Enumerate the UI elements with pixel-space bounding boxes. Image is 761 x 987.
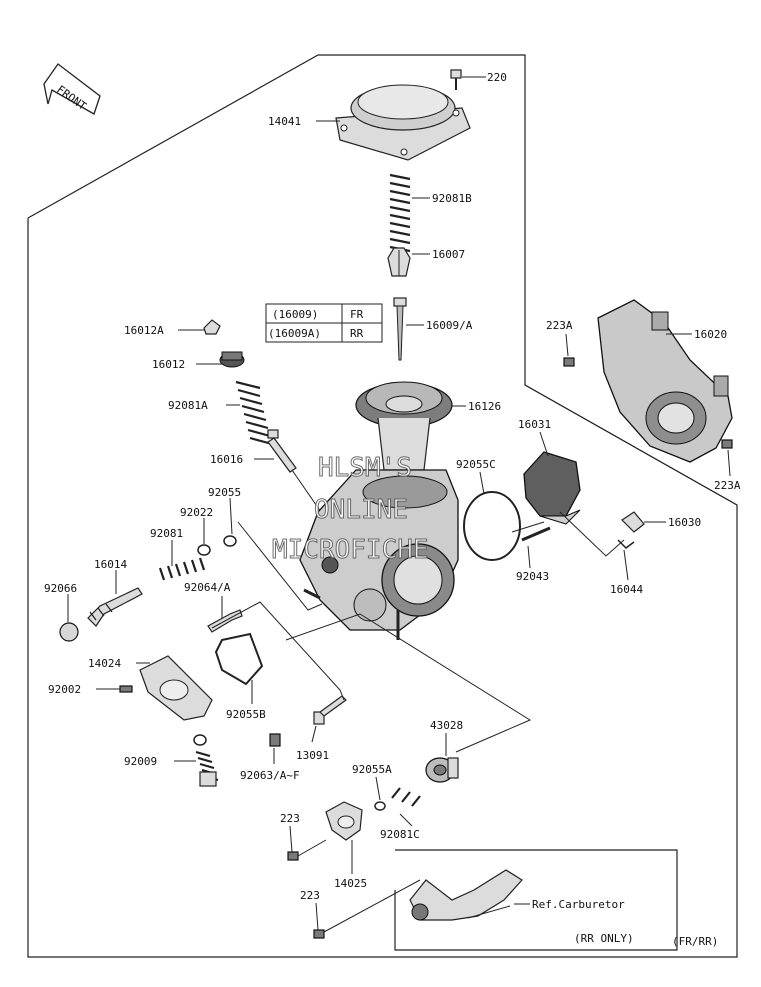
carburetor-body xyxy=(299,469,459,640)
label-92055: 92055 xyxy=(208,486,241,499)
screw-223a-bottom xyxy=(721,439,733,449)
label-16014: 16014 xyxy=(94,558,127,571)
label-16012: 16012 xyxy=(152,358,185,371)
top-cover-14041 xyxy=(335,84,471,161)
screw-223-top xyxy=(287,839,327,861)
label-223a-bottom: 223A xyxy=(714,479,741,492)
label-92081b: 92081B xyxy=(432,192,472,205)
needle-valve-16030 xyxy=(621,511,645,533)
ref-carburetor-inset xyxy=(394,849,678,951)
gasket-92055b xyxy=(214,632,264,686)
label-16016: 16016 xyxy=(210,453,243,466)
cap-92066 xyxy=(59,622,79,642)
label-220: 220 xyxy=(487,71,507,84)
o-ring-92055a xyxy=(374,801,386,811)
label-92081c: 92081C xyxy=(380,828,420,841)
label-13091: 13091 xyxy=(296,749,329,762)
screw-92009 xyxy=(193,734,219,787)
label-16009a: 16009/A xyxy=(426,319,473,332)
label-rr-only: (RR ONLY) xyxy=(574,932,634,945)
diaphragm-16126 xyxy=(355,381,453,471)
variant-part-1: (16009) xyxy=(272,308,318,321)
watermark-line-2: ONLINE xyxy=(314,495,408,525)
screw-92002 xyxy=(119,685,133,693)
label-14025: 14025 xyxy=(334,877,367,890)
label-16126: 16126 xyxy=(468,400,501,413)
label-14041: 14041 xyxy=(268,115,301,128)
cap-16012a xyxy=(203,319,221,335)
label-92055c: 92055C xyxy=(456,458,496,471)
washer-92022 xyxy=(197,544,211,556)
label-92009: 92009 xyxy=(124,755,157,768)
label-92081a: 92081A xyxy=(168,399,208,412)
needle-retainer-16007 xyxy=(387,247,411,277)
label-footer-model: (FR/RR) xyxy=(672,935,718,948)
pin-92043 xyxy=(521,526,551,542)
label-16031: 16031 xyxy=(518,418,551,431)
watermark-line-1: HLSM'S xyxy=(318,453,412,483)
o-ring-92055 xyxy=(223,535,237,547)
screw-223-bottom xyxy=(313,879,421,939)
watermark-line-3: MICROFICHE xyxy=(272,535,429,565)
spring-92081c xyxy=(391,787,421,807)
label-16030: 16030 xyxy=(668,516,701,529)
watermark: HLSM'S ONLINE MICROFICHE xyxy=(272,453,430,566)
label-16020: 16020 xyxy=(694,328,727,341)
label-16044: 16044 xyxy=(610,583,643,596)
cover-16020 xyxy=(597,299,733,463)
label-92055b: 92055B xyxy=(226,708,266,721)
label-ref-carburetor: Ref.Carburetor xyxy=(532,898,625,911)
cover-14024 xyxy=(139,655,213,721)
label-92043: 92043 xyxy=(516,570,549,583)
plug-16012 xyxy=(219,351,245,368)
label-92063af: 92063/A~F xyxy=(240,769,300,782)
label-16007: 16007 xyxy=(432,248,465,261)
label-16012a: 16012A xyxy=(124,324,164,337)
front-direction-badge: FRONT xyxy=(43,63,101,115)
spring-92081 xyxy=(158,557,206,581)
pilot-screw-16014 xyxy=(87,587,143,627)
label-92064a: 92064/A xyxy=(184,581,231,594)
label-43028: 43028 xyxy=(430,719,463,732)
variant-part-2: (16009A) xyxy=(268,327,321,340)
label-92081: 92081 xyxy=(150,527,183,540)
label-14024: 14024 xyxy=(88,657,121,670)
label-92022: 92022 xyxy=(180,506,213,519)
label-92002: 92002 xyxy=(48,683,81,696)
variant-model-1: FR xyxy=(350,308,364,321)
leader-lines xyxy=(67,76,738,931)
pump-cover-14025 xyxy=(325,801,363,841)
diaphragm-43028 xyxy=(425,757,459,783)
label-92055a: 92055A xyxy=(352,763,392,776)
jet-needle-16009 xyxy=(393,297,407,361)
part-labels: 220 14041 92081B 16007 16009/A 16012A 16… xyxy=(44,71,741,948)
variant-model-2: RR xyxy=(350,327,364,340)
needle-13091 xyxy=(313,695,347,725)
jet-92063 xyxy=(269,733,281,747)
screw-220 xyxy=(450,69,462,90)
spring-92081b xyxy=(389,173,411,261)
label-92066: 92066 xyxy=(44,582,77,595)
variant-table: (16009) FR (16009A) RR xyxy=(265,303,383,343)
label-223a-top: 223A xyxy=(546,319,573,332)
screw-223a-top xyxy=(563,357,575,367)
label-223-bottom: 223 xyxy=(300,889,320,902)
float-16031 xyxy=(523,451,581,525)
clip-16044 xyxy=(617,539,635,549)
spring-92081a xyxy=(235,380,273,446)
label-223-top: 223 xyxy=(280,812,300,825)
o-ring-92055c xyxy=(463,491,521,561)
